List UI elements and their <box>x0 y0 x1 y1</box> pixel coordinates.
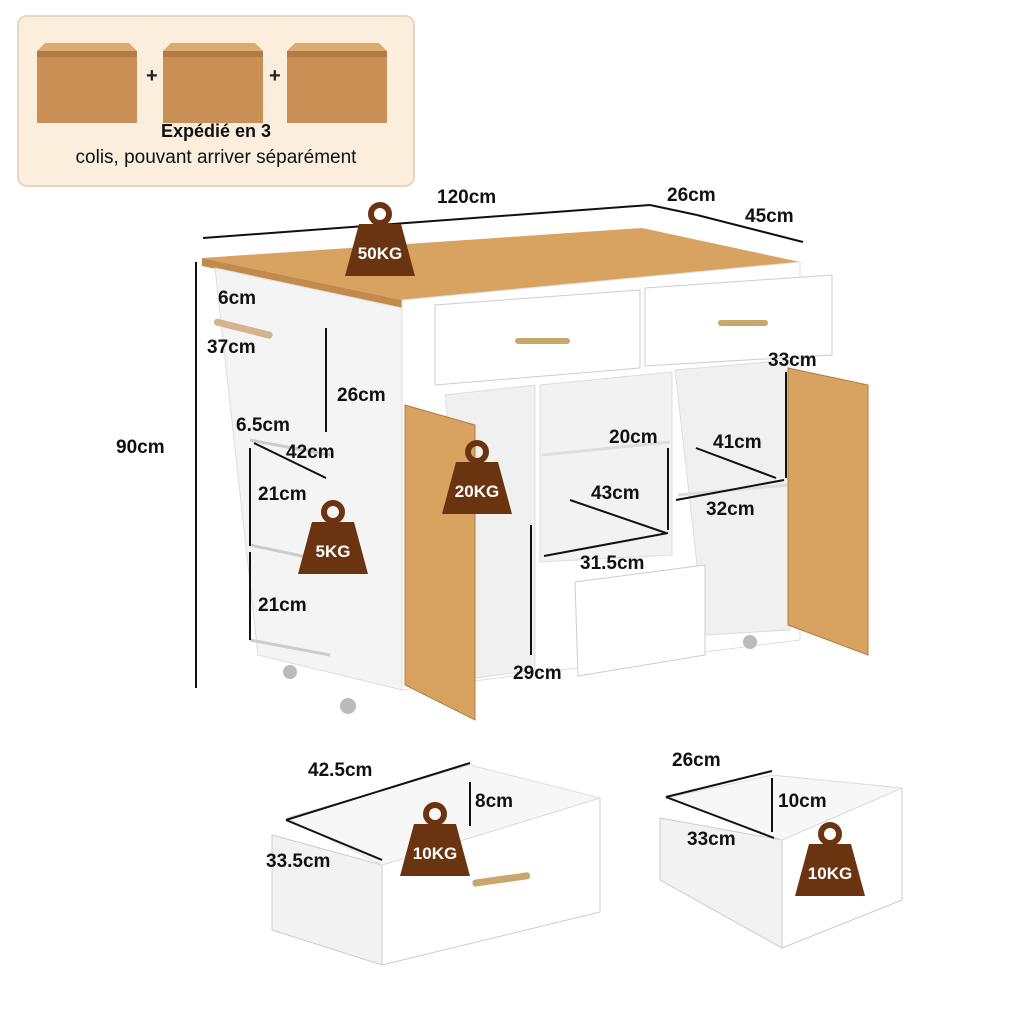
weight-drawer-small-label: 10KG <box>807 864 853 883</box>
dimension-middle-shelf-height: 20cm <box>609 427 658 448</box>
dimension-side-rack-depth: 42cm <box>286 442 335 463</box>
shipping-banner: + + Expédié en 3 colis, pouvant arriver … <box>17 15 415 187</box>
dimension-side-rack-width: 6.5cm <box>236 415 290 436</box>
dimension-middle-shelf-width: 31.5cm <box>580 553 645 574</box>
weight-side-rack-label: 5KG <box>315 542 351 561</box>
dimension-drawer-small-height: 10cm <box>778 791 827 812</box>
dimension-drawer-large-height: 8cm <box>475 791 514 812</box>
plus-sign-2: + <box>269 65 281 87</box>
dimension-right-cabinet-width: 32cm <box>706 499 755 520</box>
dimension-towel-bar-length: 37cm <box>207 337 256 358</box>
dimension-towel-bar-gap: 6cm <box>218 288 257 309</box>
dimension-width: 120cm <box>437 187 497 208</box>
dimension-side-rack-height: 26cm <box>337 385 386 406</box>
dimension-height: 90cm <box>116 437 165 458</box>
plus-sign-1: + <box>146 65 158 87</box>
weight-drawer-large-label: 10KG <box>412 844 458 863</box>
weight-cabinet-label: 20KG <box>454 482 500 501</box>
weight-cabinet-icon: 20KG <box>440 440 514 516</box>
dimension-middle-shelf-depth: 43cm <box>591 483 640 504</box>
dimension-depth: 45cm <box>745 206 794 227</box>
shipping-subtitle: colis, pouvant arriver séparément <box>75 147 357 168</box>
dimension-drawer-small-depth: 33cm <box>687 829 736 850</box>
weight-drawer-large-icon: 10KG <box>398 802 472 878</box>
dimension-drawer-large-width: 42.5cm <box>308 760 373 781</box>
weight-top-label: 50KG <box>357 244 403 263</box>
dimension-overhang: 26cm <box>667 185 716 206</box>
weight-side-rack-icon: 5KG <box>296 500 370 576</box>
shipping-title: Expédié en 3 <box>160 121 272 141</box>
dimension-drawer-small-width: 26cm <box>672 750 721 771</box>
dimension-left-cabinet-bottom: 29cm <box>513 663 562 684</box>
dimension-side-shelf-1: 21cm <box>258 484 307 505</box>
dimension-side-shelf-2: 21cm <box>258 595 307 616</box>
dimension-drawer-large-depth: 33.5cm <box>266 851 331 872</box>
weight-top-icon: 50KG <box>343 202 417 278</box>
package-box-icon <box>287 43 387 123</box>
dimension-right-cabinet-depth: 41cm <box>713 432 762 453</box>
package-box-icon <box>163 43 263 123</box>
weight-drawer-small-icon: 10KG <box>793 822 867 898</box>
dimension-right-cabinet-height: 33cm <box>768 350 817 371</box>
package-box-icon <box>37 43 137 123</box>
